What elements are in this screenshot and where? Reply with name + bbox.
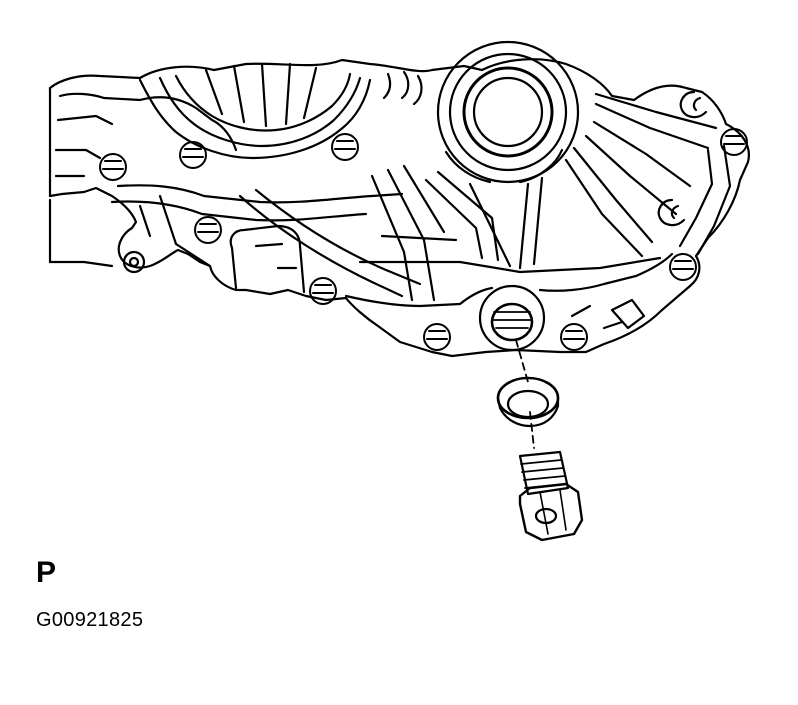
transaxle-case <box>48 40 750 358</box>
figure-code: G00921825 <box>36 609 144 631</box>
alignment-dashed-line <box>515 339 535 449</box>
view-label: P <box>36 556 57 589</box>
bolt-head <box>720 128 748 156</box>
bolt-head <box>309 277 337 305</box>
bolt-head <box>560 323 588 351</box>
drain-port-boss <box>478 284 546 352</box>
bolt-head <box>669 253 697 281</box>
gasket-washer <box>496 376 560 428</box>
drain-plug <box>518 450 584 542</box>
case-bolts <box>99 128 748 351</box>
bolt-head <box>423 323 451 351</box>
bolt-head <box>194 216 222 244</box>
bolt-head <box>99 153 127 181</box>
bolt-head <box>331 133 359 161</box>
bolt-head <box>179 141 207 169</box>
